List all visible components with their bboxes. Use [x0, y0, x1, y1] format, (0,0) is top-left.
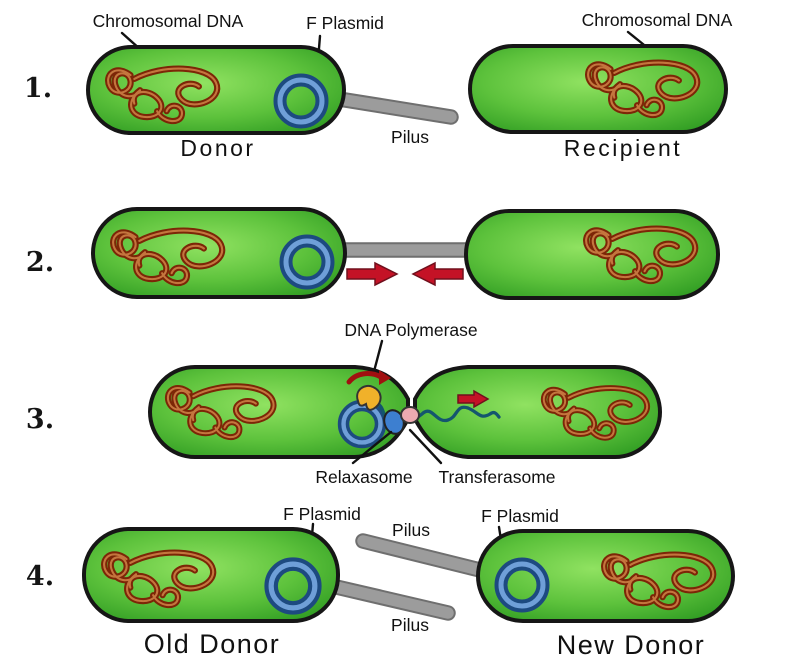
step-2-number: 2. [26, 247, 54, 278]
pointer-line-transferasome [408, 428, 443, 465]
label-f-plasmid-new: F Plasmid [481, 506, 559, 526]
label-new-donor: New Donor [557, 630, 706, 660]
label-pilus-bottom: Pilus [391, 615, 429, 635]
step-4-number: 4. [26, 561, 54, 592]
step-3: 3. DNA Polymerase Relaxasome Transferaso… [26, 320, 663, 487]
label-chromosomal-dna-donor: Chromosomal DNA [93, 11, 244, 31]
label-relaxasome: Relaxasome [315, 467, 412, 487]
pilus-icon [357, 535, 490, 577]
transfer-arrow-right-icon [346, 261, 399, 287]
label-dna-polymerase: DNA Polymerase [344, 320, 477, 340]
label-f-plasmid-old: F Plasmid [283, 504, 361, 524]
label-pilus: Pilus [391, 127, 429, 147]
step-2: 2. [26, 207, 720, 300]
step-1-number: 1. [24, 73, 52, 104]
transfer-arrow-icon [457, 389, 490, 409]
rotation-arrowhead-icon [379, 370, 391, 385]
transfer-arrow-left-icon [411, 261, 464, 287]
label-chromosomal-dna-recipient: Chromosomal DNA [582, 10, 733, 30]
label-transferasome: Transferasome [438, 467, 555, 487]
label-old-donor: Old Donor [144, 629, 281, 659]
pilus-icon [333, 93, 457, 123]
label-recipient: Recipient [564, 135, 682, 161]
step-4: 4. F Plasmid F Plasmid Pilus Pilus Old D… [26, 504, 735, 660]
dna-polymerase-icon [356, 384, 382, 411]
transferasome-icon [400, 406, 420, 424]
step-3-number: 3. [26, 404, 54, 435]
transferred-strand-icon [398, 405, 501, 423]
step-1: 1. Chromosomal DNA F Plasmid Chromosomal… [24, 10, 733, 161]
pointer-line-relaxasome [351, 430, 393, 465]
label-donor: Donor [180, 135, 255, 161]
fused-recipient-cell [413, 365, 663, 459]
label-pilus-top: Pilus [392, 520, 430, 540]
rotation-arrow-icon [346, 371, 384, 385]
pilus-icon [326, 580, 454, 619]
label-f-plasmid: F Plasmid [306, 13, 384, 33]
